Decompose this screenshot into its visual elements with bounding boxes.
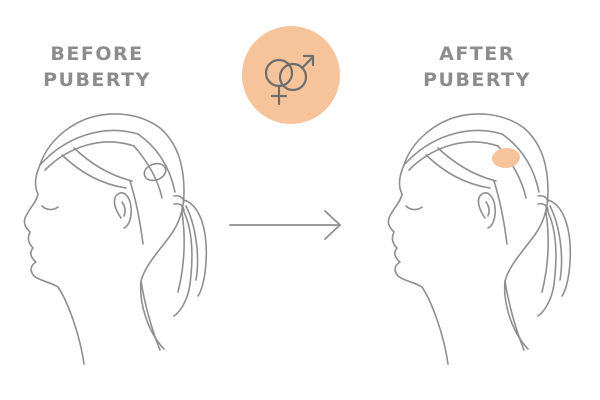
after-puberty-label-line-1: AFTER	[439, 43, 515, 65]
arrow-right-icon	[229, 210, 341, 240]
before-puberty-label: BEFORE PUBERTY	[12, 41, 182, 93]
before-puberty-label-line-2: PUBERTY	[43, 69, 151, 91]
before-puberty-label-line-1: BEFORE	[50, 43, 144, 65]
brain-spot-active-icon	[492, 147, 520, 169]
after-puberty-label: AFTER PUBERTY	[392, 41, 562, 93]
male-female-symbol-icon	[242, 26, 340, 124]
brain-spot-inactive-icon	[143, 162, 167, 182]
before-head-illustration	[23, 113, 208, 365]
after-puberty-label-line-2: PUBERTY	[423, 69, 531, 91]
after-head-illustration	[387, 113, 572, 365]
